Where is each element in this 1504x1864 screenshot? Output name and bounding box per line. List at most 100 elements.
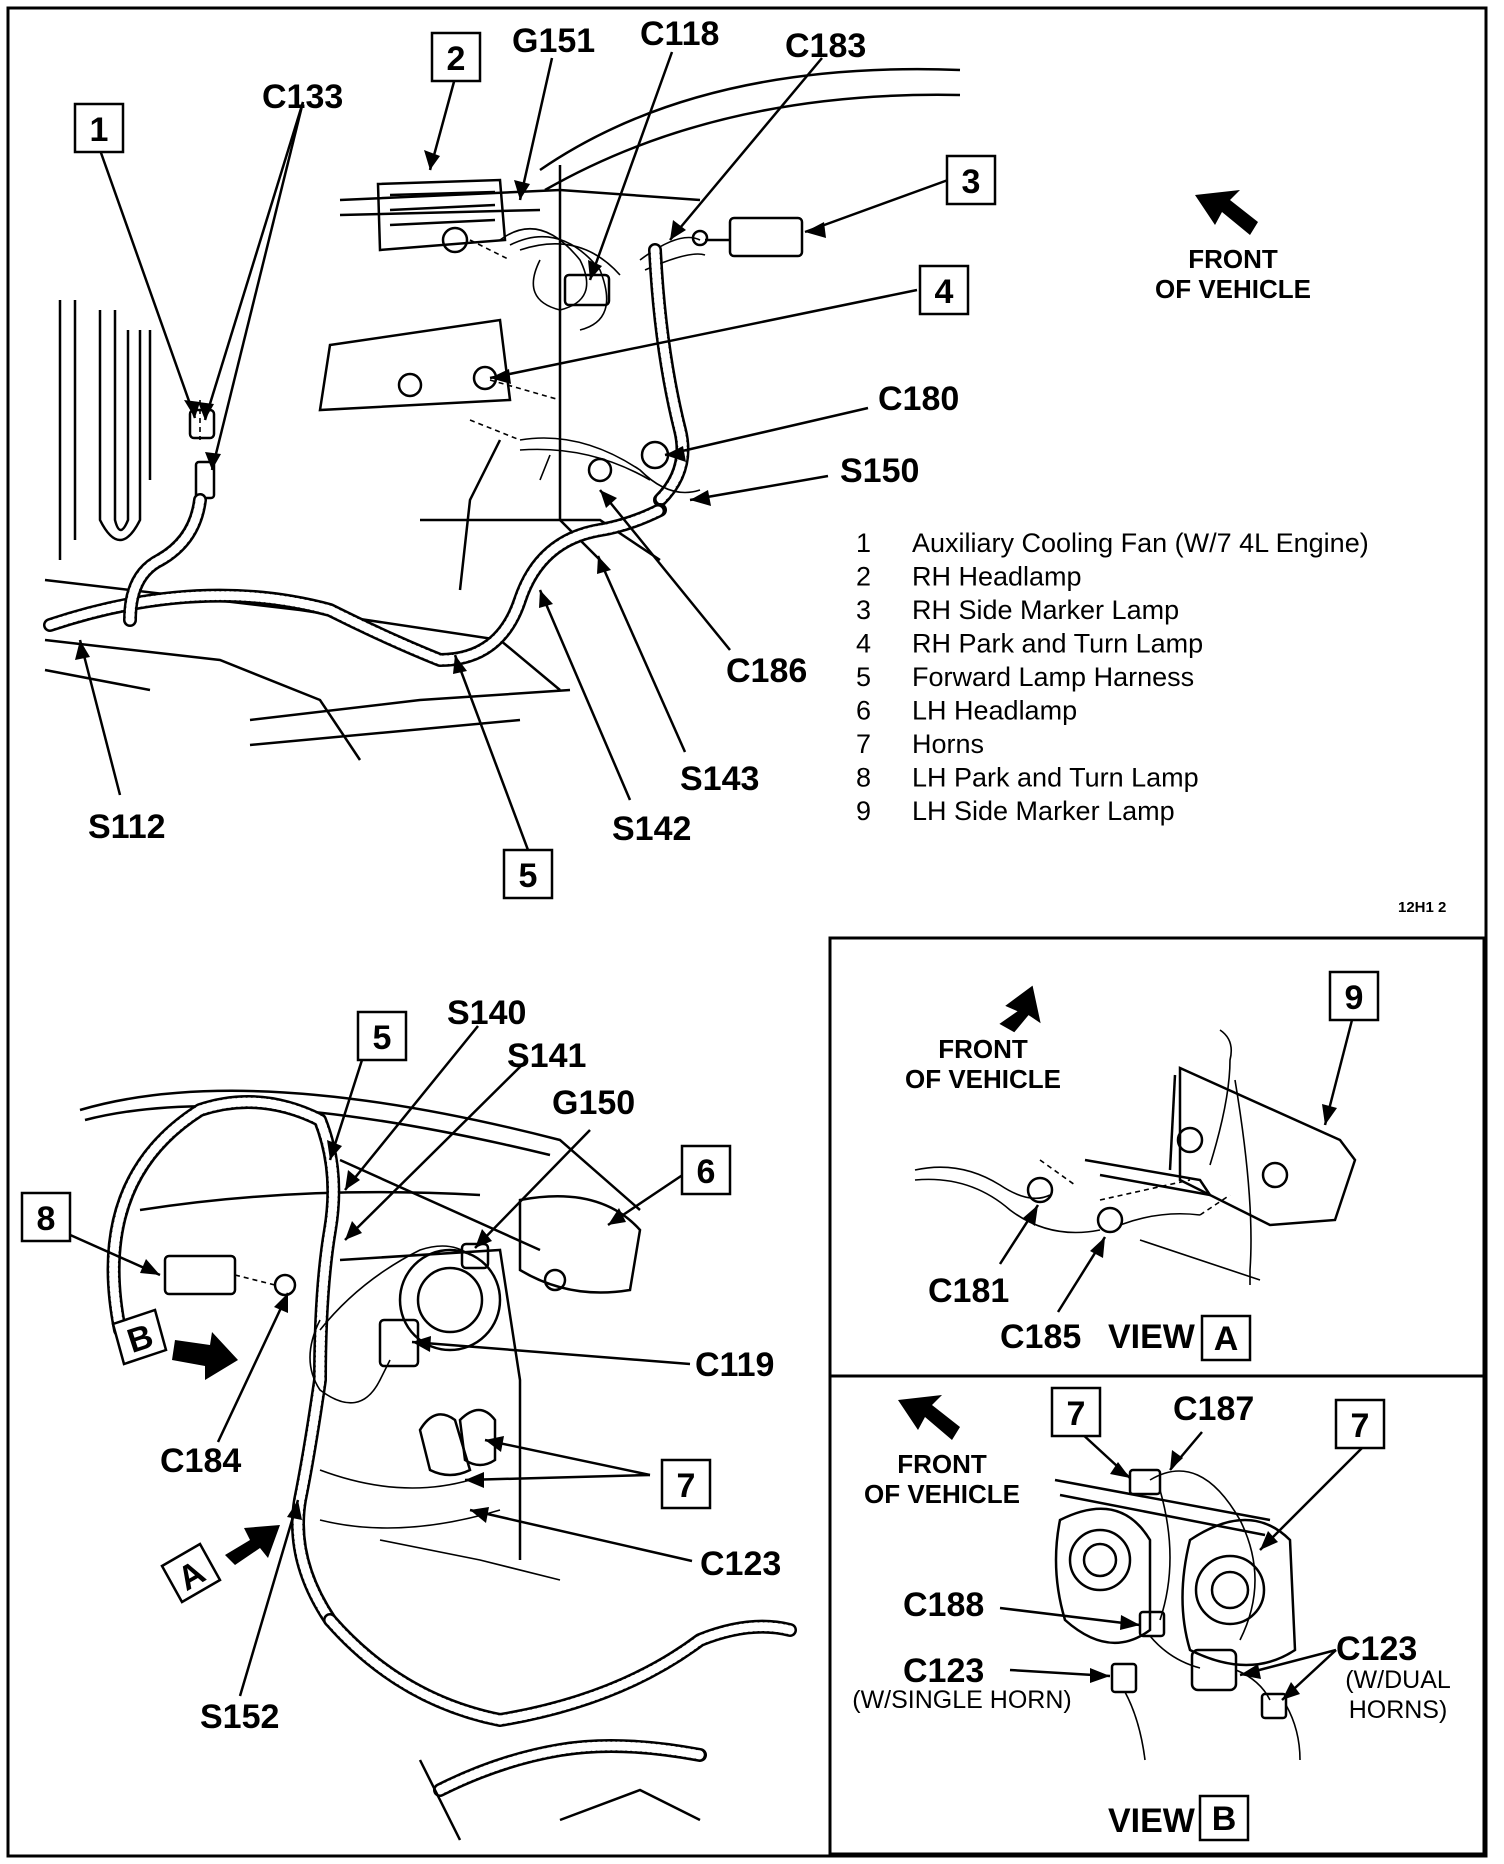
view-a-frame [828,936,1486,1378]
front-arrow-icon [999,985,1041,1033]
label-s142: S142 [612,810,691,848]
label-c123-single: C123 [903,1652,984,1690]
label-s141: S141 [507,1037,586,1075]
label-g151: G151 [512,22,595,60]
callout-top-3: 3 [945,154,997,206]
svg-text:OF VEHICLE: OF VEHICLE [864,1479,1020,1509]
svg-text:2: 2 [447,40,466,78]
legend-text: Auxiliary Cooling Fan (W/7 4L Engine) [912,528,1369,558]
legend-number: 2 [856,562,871,592]
view-b-leader-lines [999,1431,1377,1701]
legend-text: LH Headlamp [912,696,1077,726]
label-c123-dual-note-2: HORNS) [1349,1696,1448,1724]
view-a-drawing [914,1029,1357,1285]
callout-top-4: 4 [918,264,970,316]
view-b-front-of-vehicle: FRONT OF VEHICLE [864,1395,1020,1509]
callout-top-1: 1 [73,102,125,154]
svg-text:1: 1 [90,111,109,149]
label-c187: C187 [1173,1390,1254,1428]
svg-text:VIEW: VIEW [1108,1802,1196,1840]
legend-number: 4 [856,629,871,659]
label-s112: S112 [88,808,166,846]
legend-number: 1 [856,528,871,558]
label-s152: S152 [200,1698,279,1736]
svg-text:FRONT: FRONT [938,1034,1028,1064]
view-a-front-of-vehicle: FRONT OF VEHICLE [905,985,1061,1094]
legend-text: LH Side Marker Lamp [912,796,1175,826]
svg-text:5: 5 [519,857,538,895]
callout-view-b-7-right: 7 [1334,1398,1386,1450]
label-c184: C184 [160,1442,241,1480]
arrow-a-icon [225,1525,280,1565]
svg-text:9: 9 [1345,979,1364,1017]
bottom-left-drawing [79,1089,797,1841]
label-c188: C188 [903,1586,984,1624]
label-s143: S143 [680,760,759,798]
callout-bottom-7: 7 [660,1458,712,1510]
label-c123-dual: C123 [1336,1630,1417,1668]
callout-bottom-5: 5 [356,1010,408,1062]
label-s140: S140 [447,994,526,1032]
callout-view-b-7-left: 7 [1050,1386,1102,1438]
view-b-drawing [1054,1468,1301,1761]
callout-bottom-6: 6 [680,1144,732,1196]
label-g150: G150 [552,1084,635,1122]
label-c186: C186 [726,652,807,690]
label-c123-dual-note-1: (W/DUAL [1345,1666,1451,1694]
figure-code: 12H1 2 [1398,899,1446,916]
svg-text:OF VEHICLE: OF VEHICLE [905,1064,1061,1094]
label-c133: C133 [262,78,343,116]
svg-text:7: 7 [677,1467,696,1505]
callout-top-2: 2 [430,31,482,83]
legend-text: LH Park and Turn Lamp [912,763,1199,793]
svg-text:6: 6 [697,1153,716,1191]
svg-text:4: 4 [935,273,954,311]
callout-view-a-9: 9 [1328,970,1380,1022]
legend-number: 8 [856,763,871,793]
legend-text: RH Park and Turn Lamp [912,629,1203,659]
view-b-frame [828,1374,1486,1856]
top-engine-bay-drawing [43,67,961,761]
label-c180: C180 [878,380,959,418]
svg-text:5: 5 [373,1019,392,1057]
front-arrow-icon [898,1395,960,1440]
label-c183: C183 [785,27,866,65]
legend-text: RH Headlamp [912,562,1082,592]
legend-text: Forward Lamp Harness [912,662,1194,692]
view-a-title: VIEW A [1108,1314,1252,1362]
view-marker-b[interactable]: B [111,1308,238,1380]
label-c119: C119 [695,1346,774,1384]
view-a-leader-lines [998,1019,1354,1313]
top-leader-lines [78,51,949,851]
label-c123: C123 [700,1545,781,1583]
legend-text: Horns [912,729,984,759]
bottom-left-leader-lines [67,1025,693,1697]
legend-number: 5 [856,662,871,692]
svg-text:3: 3 [962,163,981,201]
legend-text: RH Side Marker Lamp [912,595,1179,625]
bottom-left-arrowheads [140,1140,626,1523]
arrow-b-icon [172,1332,238,1380]
front-arrow-icon [1195,190,1258,235]
svg-text:FRONT: FRONT [1188,244,1278,274]
top-front-of-vehicle: FRONT OF VEHICLE [1155,190,1311,304]
svg-text:7: 7 [1067,1395,1086,1433]
svg-text:OF VEHICLE: OF VEHICLE [1155,274,1311,304]
legend-number: 3 [856,595,871,625]
label-s150: S150 [840,452,919,490]
callout-bottom-8: 8 [20,1191,72,1243]
view-b-title: VIEW B [1108,1794,1250,1842]
label-c185: C185 [1000,1318,1081,1356]
legend-number: 6 [856,696,871,726]
top-arrowheads [75,150,826,674]
svg-text:7: 7 [1351,1407,1370,1445]
legend-number: 9 [856,796,871,826]
view-marker-a[interactable]: A [160,1525,280,1604]
svg-text:FRONT: FRONT [897,1449,987,1479]
label-c118: C118 [640,15,719,53]
svg-text:8: 8 [37,1200,56,1238]
svg-text:VIEW: VIEW [1108,1318,1196,1356]
svg-text:B: B [1212,1800,1237,1838]
